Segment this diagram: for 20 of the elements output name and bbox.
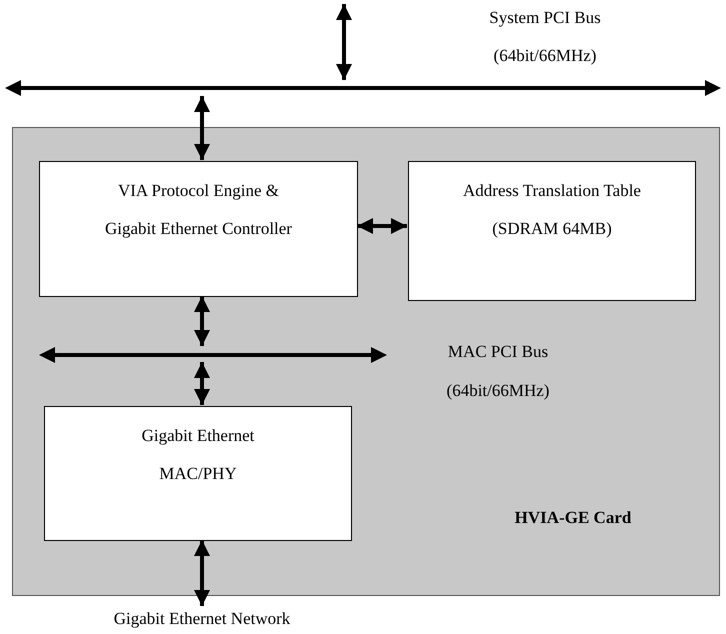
component-label: VIA Protocol Engine & Gigabit Ethernet Controller bbox=[104, 180, 293, 240]
component-label: Gigabit Ethernet MAC/PHY bbox=[140, 425, 256, 485]
bus-label: MAC PCI Bus bbox=[446, 342, 550, 362]
network-label: Gigabit Ethernet Network bbox=[112, 608, 292, 630]
double-arrow bbox=[194, 540, 210, 606]
double-arrow bbox=[194, 362, 210, 405]
component-box bbox=[39, 161, 358, 297]
double-arrow bbox=[194, 296, 210, 346]
double-arrow bbox=[357, 218, 407, 234]
card-label: HVIA-GE Card bbox=[514, 508, 632, 528]
card-panel bbox=[12, 127, 720, 596]
bus-label: System PCI Bus bbox=[488, 8, 602, 28]
component-box bbox=[408, 161, 696, 301]
double-arrow bbox=[194, 96, 210, 160]
component-label: Address Translation Table bbox=[463, 180, 641, 202]
bus-label: (64bit/66MHz) bbox=[446, 381, 550, 401]
bus-label: (64bit/66MHz) bbox=[492, 46, 598, 66]
component-label: (SDRAM 64MB) bbox=[492, 218, 612, 240]
double-arrow bbox=[336, 4, 352, 80]
component-box bbox=[44, 406, 352, 541]
